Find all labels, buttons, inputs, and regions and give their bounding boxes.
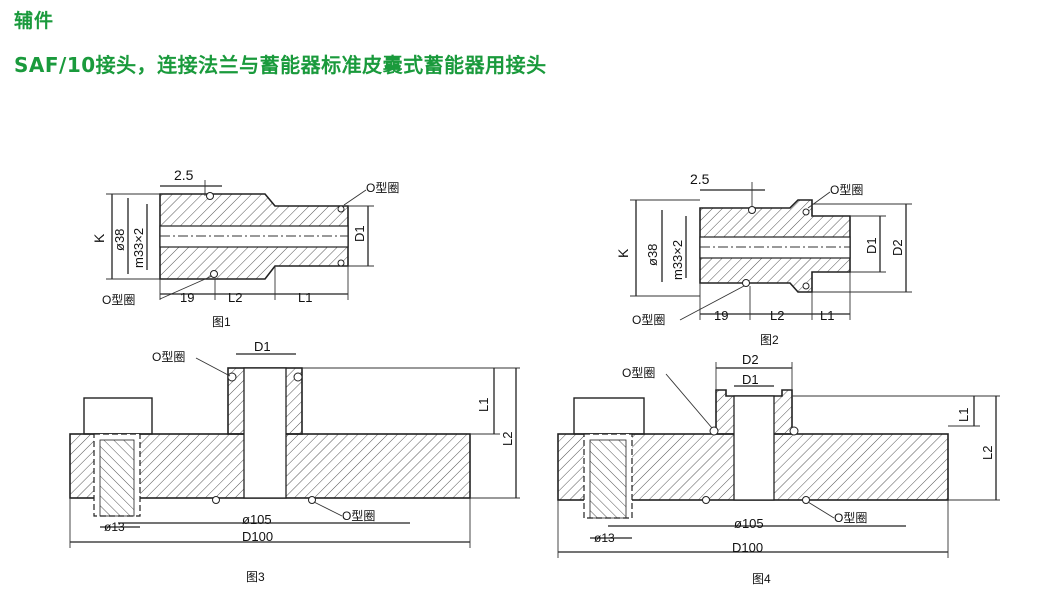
fig2-oring-top xyxy=(748,206,756,214)
fig4-dim-L1: L1 xyxy=(956,408,971,422)
fig1-dim-K: K xyxy=(91,233,107,243)
fig2-oring-bottom xyxy=(742,279,750,287)
fig2-dim-19: 19 xyxy=(714,308,728,323)
fig2-oring-label-top: O型圈 xyxy=(830,183,863,197)
fig4-dim-D100: D100 xyxy=(732,540,763,555)
fig1-dim-2-5: 2.5 xyxy=(174,167,194,183)
fig1-oring-top xyxy=(206,192,214,200)
fig2-dim-2-5: 2.5 xyxy=(690,171,710,187)
fig3-dim-D1: D1 xyxy=(254,339,271,354)
fig3-bore xyxy=(243,367,287,499)
fig4-oring-label-top: O型圈 xyxy=(622,366,655,380)
fig2-dim-D2: D2 xyxy=(890,239,905,256)
fig3-dim-d105: ø105 xyxy=(242,512,272,527)
fig4-dim-D2: D2 xyxy=(742,352,759,367)
fig3-bolt-head xyxy=(83,397,153,435)
fig1-oring-label-top: O型圈 xyxy=(366,181,399,195)
fig4-dim-13: ø13 xyxy=(594,531,615,545)
fig2-bore xyxy=(699,236,851,259)
fig4-dim-D1: D1 xyxy=(742,372,759,387)
fig3-caption: 图3 xyxy=(246,570,265,584)
fig2-dim-L2: L2 xyxy=(770,308,784,323)
fig2-dim-m33: m33×2 xyxy=(670,240,685,280)
page-title: SAF/10接头，连接法兰与蓄能器标准皮囊式蓄能器用接头 xyxy=(14,53,547,77)
fig4-oring-label-bottom: O型圈 xyxy=(834,511,867,525)
fig4-dim-d105: ø105 xyxy=(734,516,764,531)
fig1-caption: 图1 xyxy=(212,315,231,329)
fig4-bore xyxy=(733,395,775,501)
fig1-oring-label-bottom: O型圈 xyxy=(102,293,135,307)
fig1-dim-L2: L2 xyxy=(228,290,242,305)
fig3-dim-13: ø13 xyxy=(104,520,125,534)
fig1-dim-19: 19 xyxy=(180,290,194,305)
fig2-dim-D1: D1 xyxy=(864,237,879,254)
fig3-oring-label-bottom: O型圈 xyxy=(342,509,375,523)
category-title: 辅件 xyxy=(14,10,55,32)
fig1-oring-bottom xyxy=(210,270,218,278)
fig1-dim-L1: L1 xyxy=(298,290,312,305)
fig2-dim-d38: ø38 xyxy=(645,244,660,266)
fig4-caption: 图4 xyxy=(752,572,771,586)
fig1-bore xyxy=(159,225,349,248)
fig2-caption: 图2 xyxy=(760,333,779,347)
fig1-dim-d38: ø38 xyxy=(112,229,127,251)
fig3-dim-L2: L2 xyxy=(500,432,515,446)
figure-2: K ø38 m33×2 2.5 D1 D2 O型圈 O型圈 19 L2 L1 图… xyxy=(615,171,912,347)
figure-3: D1 O型圈 O型圈 L1 L2 ø13 ø105 D100 图3 xyxy=(69,339,520,584)
fig3-dim-L1: L1 xyxy=(476,398,491,412)
fig3-oring-label-top: O型圈 xyxy=(152,350,185,364)
fig2-oring-label-bottom: O型圈 xyxy=(632,313,665,327)
fig1-dim-m33: m33×2 xyxy=(131,228,146,268)
fig4-bolt-head xyxy=(573,397,645,435)
fig1-dim-D1: D1 xyxy=(352,225,367,242)
fig3-dim-D100: D100 xyxy=(242,529,273,544)
fig4-dim-L2: L2 xyxy=(980,446,995,460)
fig2-dim-L1: L1 xyxy=(820,308,834,323)
fig2-dim-K: K xyxy=(615,248,631,258)
figure-1: K ø38 m33×2 2.5 D1 O型圈 O型圈 19 L2 L1 图1 xyxy=(91,167,399,329)
figure-4: D2 D1 O型圈 O型圈 L1 L2 ø13 ø105 D100 图4 xyxy=(557,352,1000,586)
